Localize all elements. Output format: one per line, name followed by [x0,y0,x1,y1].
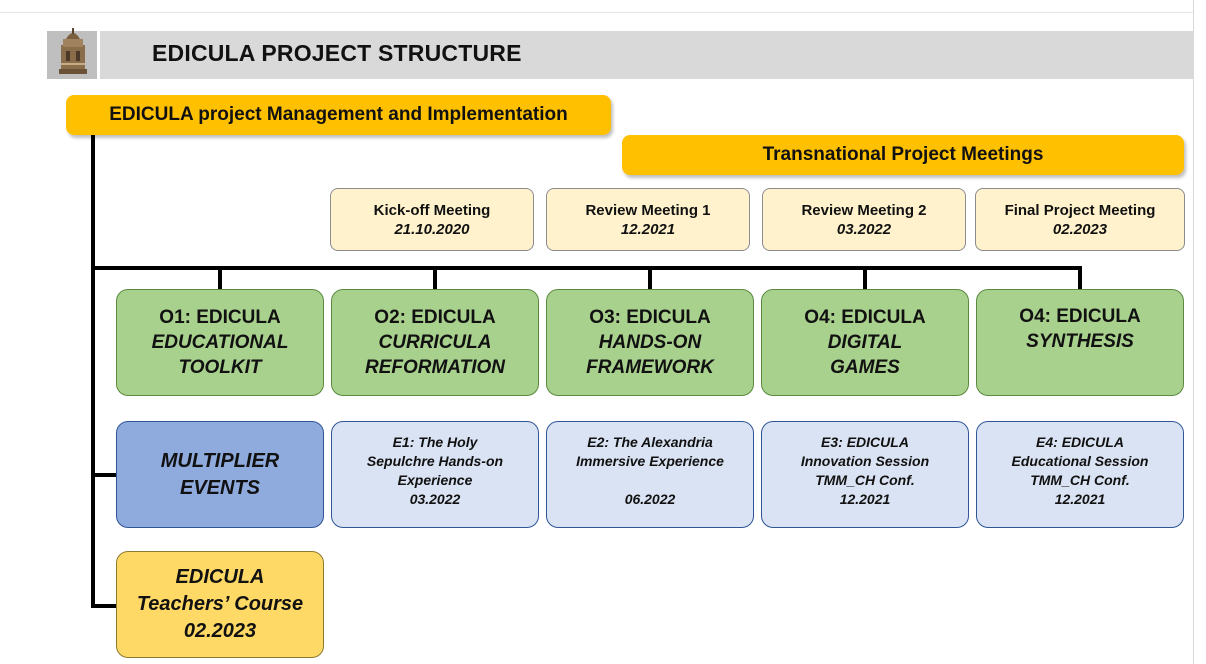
output-box-o2: O2: EDICULA CURRICULA REFORMATION [331,289,539,396]
meeting-date: 12.2021 [620,220,676,238]
event-line: E3: EDICULA [821,434,909,450]
output-code: O4: EDICULA [1019,306,1141,327]
output-drop-line [863,266,867,289]
output-box-o1: O1: EDICULA EDUCATIONAL TOOLKIT [116,289,324,396]
main-trunk-line [91,135,95,608]
multiplier-line: EVENTS [179,476,261,499]
multiplier-branch-line [91,473,116,477]
meeting-name: Kick-off Meeting [373,201,491,219]
output-drop-line [1078,266,1082,289]
meetings-heading-box: Transnational Project Meetings [622,135,1184,175]
output-code: O2: EDICULA [374,307,496,328]
meetings-heading: Transnational Project Meetings [762,144,1044,165]
meeting-box-review-2: Review Meeting 2 03.2022 [762,188,966,251]
multiplier-events-box: MULTIPLIER EVENTS [116,421,324,528]
page-title: EDICULA PROJECT STRUCTURE [152,40,522,66]
meeting-name: Review Meeting 2 [801,201,927,219]
course-line: EDICULA [175,566,265,588]
event-box-e2: E2: The Alexandria Immersive Experience … [546,421,754,528]
multiplier-line: MULTIPLIER [160,449,280,472]
meeting-box-kickoff: Kick-off Meeting 21.10.2020 [330,188,534,251]
event-line: Educational Session [1011,453,1149,469]
output-title-line: SYNTHESIS [1026,331,1134,352]
meeting-box-review-1: Review Meeting 1 12.2021 [546,188,750,251]
output-drop-line [218,266,222,289]
meeting-date: 21.10.2020 [394,220,470,238]
output-code: O4: EDICULA [804,307,926,328]
event-line: E1: The Holy [392,434,478,450]
management-label: EDICULA project Management and Implement… [109,104,568,125]
event-line: Immersive Experience [576,453,724,469]
right-divider [1193,0,1194,664]
output-box-o4-games: O4: EDICULA DIGITAL GAMES [761,289,969,396]
event-date: 12.2021 [839,491,891,507]
course-branch-line [91,604,116,608]
output-title-line: REFORMATION [364,357,506,378]
output-box-o4-synthesis: O4: EDICULA SYNTHESIS [976,289,1184,396]
event-line: E4: EDICULA [1036,434,1124,450]
course-date: 02.2023 [183,620,257,642]
event-box-e1: E1: The Holy Sepulchre Hands-on Experien… [331,421,539,528]
outputs-bus-line [91,266,1082,270]
event-box-e4: E4: EDICULA Educational Session TMM_CH C… [976,421,1184,528]
meeting-box-final: Final Project Meeting 02.2023 [975,188,1185,251]
management-box: EDICULA project Management and Implement… [66,95,611,135]
top-divider [0,12,1193,13]
event-line: Experience [397,472,473,488]
output-drop-line [433,266,437,289]
output-box-o3: O3: EDICULA HANDS-ON FRAMEWORK [546,289,754,396]
event-line: Innovation Session [800,453,930,469]
output-code: O3: EDICULA [589,307,711,328]
event-date: 03.2022 [409,491,461,507]
event-date: 12.2021 [1054,491,1106,507]
edicule-logo-icon [59,28,87,74]
event-box-e3: E3: EDICULA Innovation Session TMM_CH Co… [761,421,969,528]
output-title-line: DIGITAL [827,332,903,353]
output-title-line: FRAMEWORK [586,357,714,378]
event-line: Sepulchre Hands-on [366,453,504,469]
meeting-name: Final Project Meeting [1004,201,1156,219]
output-drop-line [648,266,652,289]
event-line: TMM_CH Conf. [1030,472,1130,488]
event-line: TMM_CH Conf. [815,472,915,488]
teachers-course-box: EDICULA Teachers’ Course 02.2023 [116,551,324,658]
output-title-line: GAMES [830,357,900,378]
course-line: Teachers’ Course [136,593,304,615]
output-code: O1: EDICULA [159,307,281,328]
event-line: E2: The Alexandria [587,434,713,450]
output-title-line: TOOLKIT [178,357,262,378]
meeting-date: 03.2022 [836,220,892,238]
output-title-line: HANDS-ON [598,332,702,353]
event-date: 06.2022 [624,491,676,507]
output-title-line: EDUCATIONAL [151,332,289,353]
output-title-line: CURRICULA [378,332,492,353]
header-bar [100,31,1193,79]
meeting-name: Review Meeting 1 [585,201,711,219]
meeting-date: 02.2023 [1052,220,1108,238]
